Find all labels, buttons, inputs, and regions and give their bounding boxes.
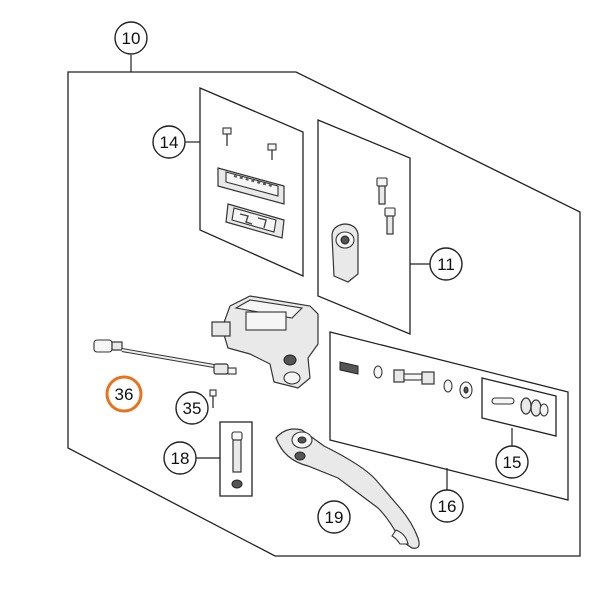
svg-text:16: 16	[438, 497, 457, 516]
svg-text:10: 10	[122, 29, 141, 48]
callout-19[interactable]: 19	[317, 500, 351, 534]
svg-text:18: 18	[171, 449, 190, 468]
svg-text:15: 15	[503, 453, 522, 472]
clamp-screw-2	[384, 207, 396, 235]
callout-15[interactable]: 15	[495, 445, 529, 479]
callout-11[interactable]: 11	[429, 247, 463, 281]
reservoir-cover-parts	[217, 127, 285, 239]
brake-light-switch-cable-36	[93, 339, 237, 375]
callout-35[interactable]: 35	[175, 391, 209, 425]
clamp-parts	[331, 177, 396, 283]
callout-14[interactable]: 14	[152, 125, 186, 159]
seal-kit-parts-15	[491, 397, 549, 417]
pivot-bolt-18	[231, 431, 243, 489]
panel-14	[199, 87, 304, 278]
panel-16	[329, 331, 569, 501]
screw-right	[267, 143, 277, 160]
callout-18[interactable]: 18	[163, 441, 197, 475]
panel-18	[219, 421, 253, 497]
callout-10[interactable]: 10	[114, 21, 148, 55]
piston-kit-parts	[339, 361, 473, 399]
svg-text:36: 36	[115, 385, 134, 404]
panel-11	[317, 119, 411, 335]
svg-text:35: 35	[183, 399, 202, 418]
svg-text:19: 19	[325, 508, 344, 527]
assembly-frame-10	[67, 71, 581, 557]
handlebar-clamp	[331, 223, 359, 283]
callout-36-highlighted[interactable]: 36	[105, 375, 143, 413]
panel-15	[481, 377, 557, 437]
screw-left	[222, 127, 232, 146]
brake-lever-19	[275, 428, 420, 549]
callout-16[interactable]: 16	[430, 489, 464, 523]
screw-35	[209, 389, 217, 408]
clamp-screw-1	[376, 177, 388, 205]
svg-text:14: 14	[160, 133, 179, 152]
svg-text:11: 11	[437, 255, 455, 274]
master-cylinder-body	[211, 295, 319, 389]
